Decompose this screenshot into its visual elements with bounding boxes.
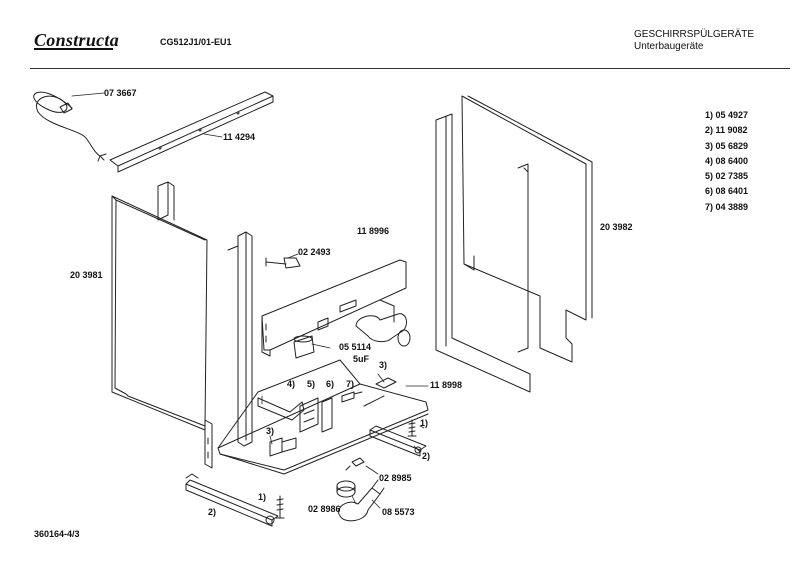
callout-ref-2-front: 2) xyxy=(208,507,217,517)
capacitor xyxy=(293,335,315,359)
callout-capacitor: 05 5114 xyxy=(339,342,372,352)
callout-ref-3-top: 3) xyxy=(379,360,388,370)
callout-ref-4: 4) xyxy=(287,379,296,389)
callout-ref-3-bottom: 3) xyxy=(266,426,275,436)
foot-screw xyxy=(275,419,417,519)
legend-item: 1) 05 4927 xyxy=(705,110,749,120)
model-number: CG512J1/01-EU1 xyxy=(160,37,232,47)
base-frame xyxy=(217,359,429,475)
adjustable-foot-rear xyxy=(369,425,427,457)
callout-cable: 07 3667 xyxy=(104,88,137,98)
legend-item: 2) 11 9082 xyxy=(705,125,748,136)
top-cover-strip xyxy=(109,91,274,173)
legend-item: 4) 08 6400 xyxy=(705,155,749,166)
drain-fitting xyxy=(355,299,411,347)
legend-item: 5) 02 7385 xyxy=(705,171,749,182)
callout-right-panel: 20 3982 xyxy=(600,222,633,232)
left-side-panel xyxy=(111,181,208,431)
callout-front-bracket: 11 8996 xyxy=(357,226,390,236)
legend-item: 6) 08 6401 xyxy=(705,186,749,197)
product-subcategory: Unterbaugeräte xyxy=(634,41,704,52)
callout-screw-set: 02 2493 xyxy=(298,247,331,257)
callout-capacitor-value: 5uF xyxy=(353,354,370,364)
header-rule xyxy=(30,68,790,69)
callout-ref-2-rear: 2) xyxy=(422,451,431,461)
callout-ref-6: 6) xyxy=(326,379,335,389)
drain-clip-parts xyxy=(336,457,385,522)
callout-ref-7: 7) xyxy=(346,379,355,389)
callout-base-frame: 11 8998 xyxy=(430,380,463,390)
power-cable xyxy=(33,91,107,162)
parts-legend: 1) 05 4927 2) 11 9082 3) 05 6829 4) 08 6… xyxy=(705,110,748,217)
callout-ref-1-rear: 1) xyxy=(420,418,429,428)
callout-top-strip: 11 4294 xyxy=(223,132,256,142)
callout-left-panel: 20 3981 xyxy=(70,270,103,280)
front-mounting-bracket xyxy=(261,259,407,357)
leader-lines xyxy=(71,92,429,509)
callout-clip-b: 02 8986 xyxy=(308,504,341,514)
callout-hose-part: 08 5573 xyxy=(382,507,415,517)
document-number: 360164-4/3 xyxy=(34,529,80,539)
brand-logo: Constructa xyxy=(34,30,120,50)
logo-underline xyxy=(34,48,113,50)
callout-ref-1-front: 1) xyxy=(258,492,267,502)
screw-and-clip xyxy=(265,257,301,269)
adjustable-foot-front xyxy=(185,473,279,527)
front-left-upright xyxy=(204,231,253,469)
legend-item: 3) 05 6829 xyxy=(705,140,749,151)
callout-clip-a: 02 8985 xyxy=(379,473,412,483)
product-category: GESCHIRRSPÜLGERÄTE xyxy=(634,29,755,40)
electrical-components xyxy=(257,377,397,457)
callout-ref-5: 5) xyxy=(307,379,316,389)
legend-item: 7) 04 3889 xyxy=(705,201,749,212)
right-side-panel xyxy=(435,95,593,393)
